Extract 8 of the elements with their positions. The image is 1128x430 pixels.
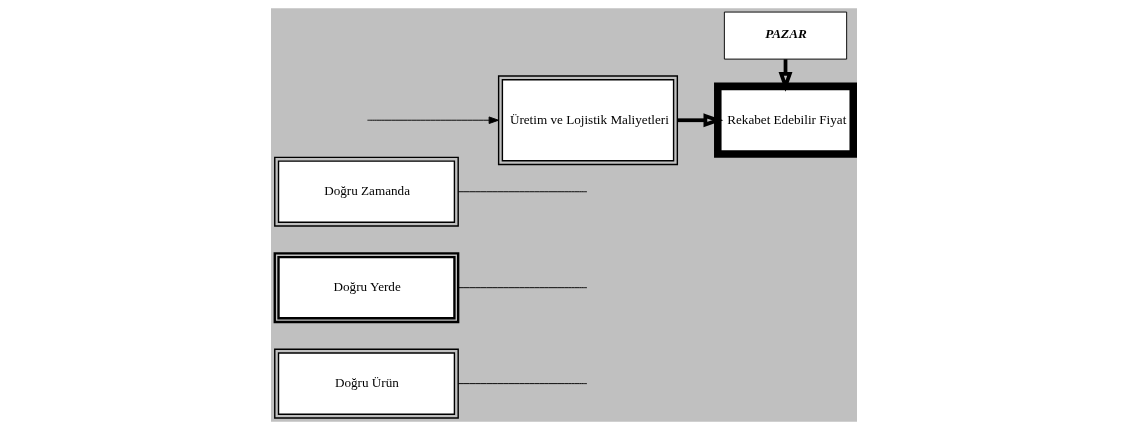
connector <box>457 383 588 385</box>
node-box: Rekabet Edebilir Fiyat <box>714 82 857 158</box>
connector <box>457 191 588 193</box>
arrow <box>366 116 499 124</box>
node-box: PAZAR <box>723 11 848 60</box>
arrow <box>677 113 724 128</box>
connector <box>457 287 588 289</box>
node-box: Üretim ve Lojistik Maliyetleri <box>497 75 679 166</box>
